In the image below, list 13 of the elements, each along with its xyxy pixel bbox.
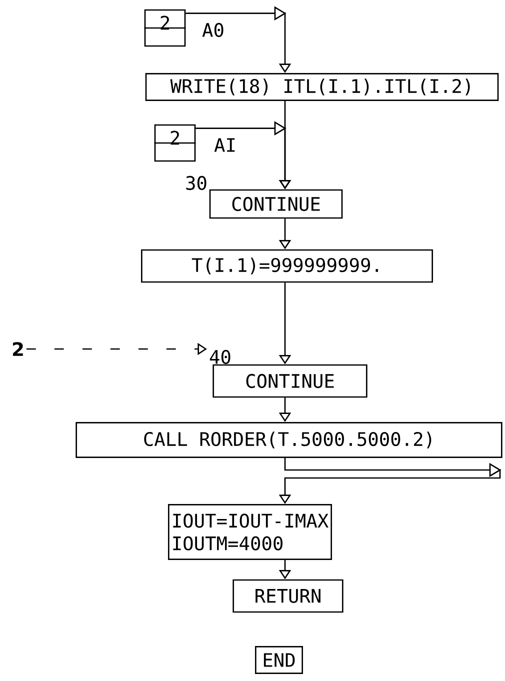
statement-box: WRITE(18) ITL(I.1).ITL(I.2) (145, 73, 499, 101)
statement-label: A0 (202, 22, 224, 38)
statement-box: CALL RORDER(T.5000.5000.2) (76, 422, 502, 458)
statement-label: 40 (210, 350, 230, 364)
statement-box: END (255, 646, 303, 674)
statement-label: 30 (186, 176, 206, 190)
statement-box: IOUT=IOUT-IMAX IOUTM=4000 (168, 504, 332, 560)
jump-label: 2 (13, 342, 23, 356)
statement-box: RETURN (232, 579, 344, 613)
statement-box: CONTINUE (209, 189, 343, 219)
statement-box: CONTINUE (212, 364, 368, 398)
statement-label: AI (214, 138, 235, 152)
statement-box: T(I.1)=999999999. (141, 249, 433, 283)
